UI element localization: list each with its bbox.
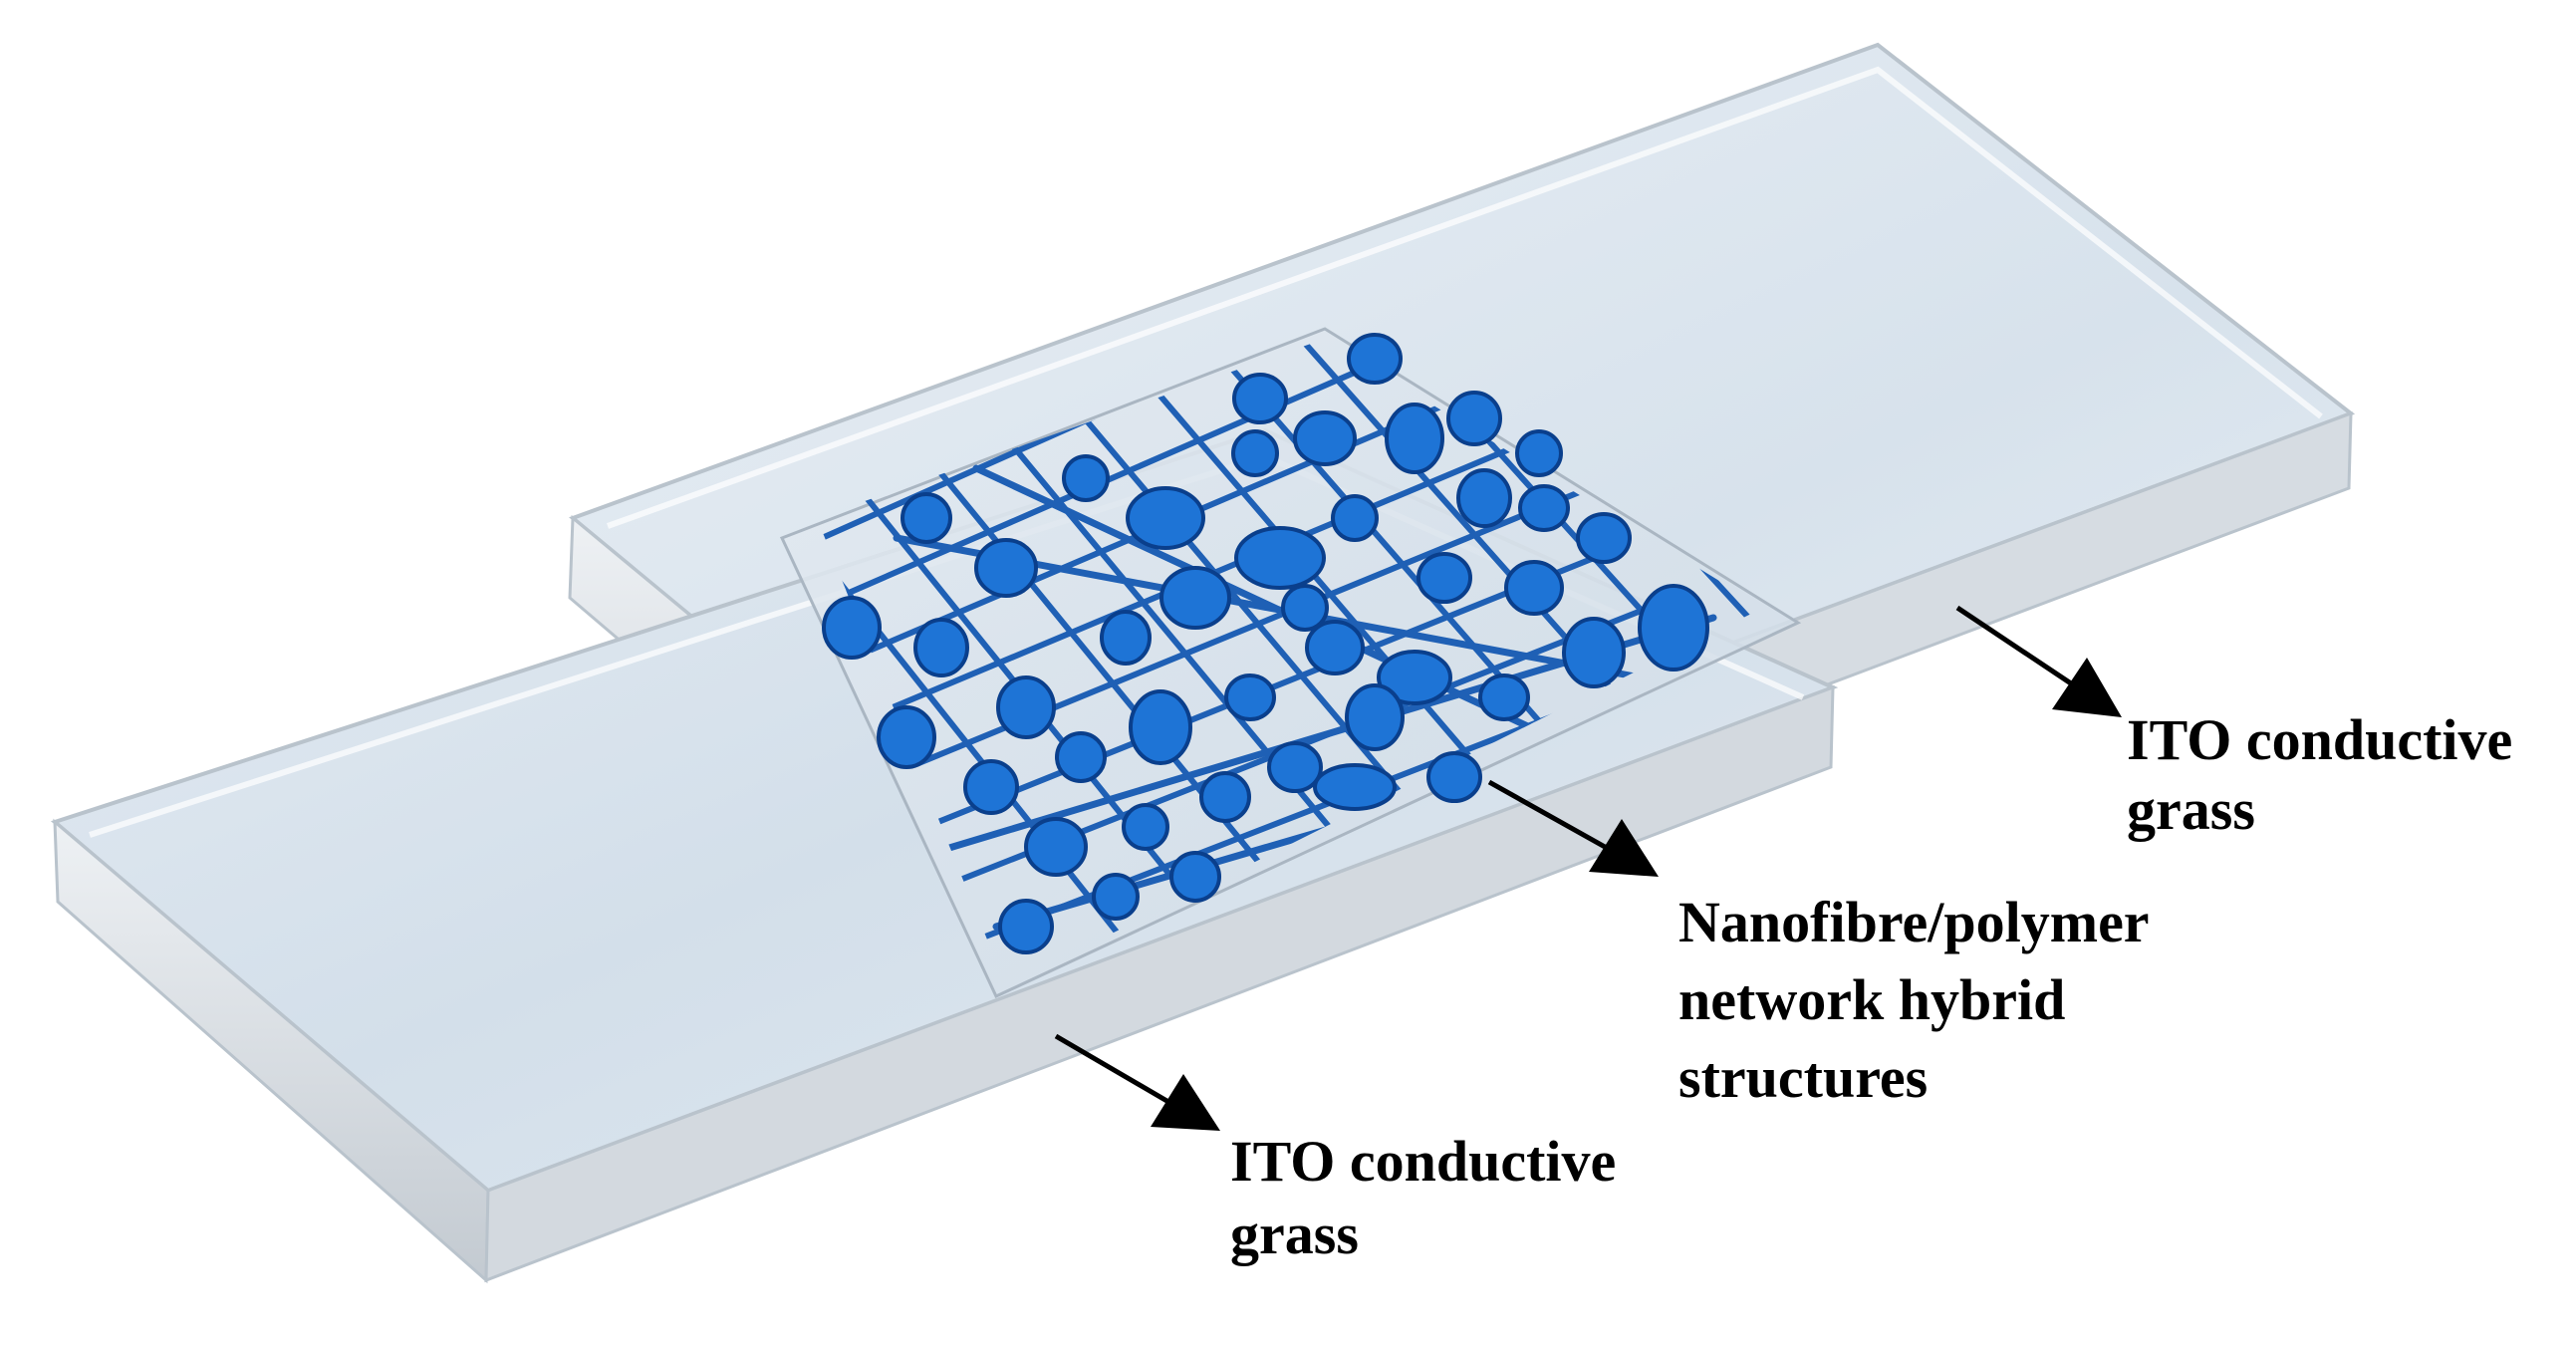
polymer-particle — [1377, 650, 1452, 705]
polymer-particle — [1129, 689, 1192, 765]
polymer-particle — [901, 492, 952, 544]
label-top-glass: ITO conductive grass — [2127, 707, 2512, 842]
nanofibre — [817, 483, 1597, 808]
polymer-particle — [1126, 486, 1205, 550]
polymer-particle — [1122, 803, 1169, 851]
polymer-particle — [1426, 751, 1482, 803]
label-middle-layer: Nanofibre/polymer network hybrid structu… — [1678, 890, 2150, 1110]
polymer-particle — [1478, 673, 1530, 721]
label-top-glass-line1: ITO conductive — [2127, 707, 2512, 772]
polymer-particle — [1345, 683, 1405, 751]
polymer-particle — [963, 759, 1019, 815]
polymer-particle — [1313, 763, 1397, 811]
polymer-particle — [1293, 410, 1357, 466]
label-middle-line2: network hybrid — [1678, 967, 2065, 1032]
arrow-middle-layer — [1487, 779, 1659, 877]
polymer-particle — [974, 538, 1038, 598]
polymer-particle — [1515, 429, 1563, 477]
polymer-particle — [1024, 817, 1088, 877]
arrow-top-glass — [1955, 605, 2122, 717]
polymer-particle — [1576, 512, 1632, 564]
polymer-particle — [996, 675, 1056, 739]
polymer-particle — [1055, 731, 1107, 783]
polymer-particle — [1456, 468, 1512, 528]
polymer-particle — [1100, 610, 1152, 666]
label-bottom-glass-line1: ITO conductive — [1230, 1129, 1616, 1194]
arrow-bottom-glass — [1054, 1033, 1220, 1131]
polymer-particles — [822, 333, 1709, 954]
label-middle-line1: Nanofibre/polymer — [1678, 890, 2150, 954]
polymer-particle — [1234, 526, 1326, 590]
label-bottom-glass-line2: grass — [1230, 1202, 1359, 1266]
polymer-particle — [913, 618, 969, 677]
polymer-particle — [1224, 673, 1276, 721]
polymer-particle — [1232, 373, 1288, 424]
polymer-particle — [1518, 484, 1570, 532]
polymer-particle — [1169, 851, 1221, 903]
polymer-particle — [1062, 454, 1110, 502]
nanofibre — [824, 545, 1622, 870]
polymer-particle — [822, 596, 882, 660]
polymer-particle — [1331, 494, 1379, 542]
polymer-particle — [1267, 741, 1323, 793]
nanofibre-polymer-layer — [779, 327, 1802, 998]
polymer-particle — [1231, 429, 1279, 477]
label-top-glass-line2: grass — [2127, 777, 2255, 842]
polymer-particle — [1446, 391, 1502, 446]
polymer-particle — [1159, 566, 1231, 630]
polymer-particle — [1199, 771, 1251, 823]
polymer-particle — [877, 705, 936, 769]
polymer-particle — [1504, 560, 1564, 616]
nanofibre — [834, 607, 1647, 932]
bottom-glass-right-edge — [484, 684, 1835, 1283]
polymer-particle — [1092, 873, 1140, 921]
polymer-particle — [1385, 403, 1444, 474]
label-middle-line3: structures — [1678, 1045, 1928, 1110]
polymer-particle — [1638, 584, 1709, 672]
polymer-particle — [1281, 584, 1329, 632]
polymer-particle — [1562, 617, 1626, 688]
polymer-particle — [998, 899, 1054, 954]
polymer-particle — [1417, 552, 1472, 604]
label-bottom-glass: ITO conductive grass — [1230, 1129, 1616, 1266]
polymer-particle — [1347, 333, 1403, 385]
polymer-particle — [1305, 620, 1365, 675]
